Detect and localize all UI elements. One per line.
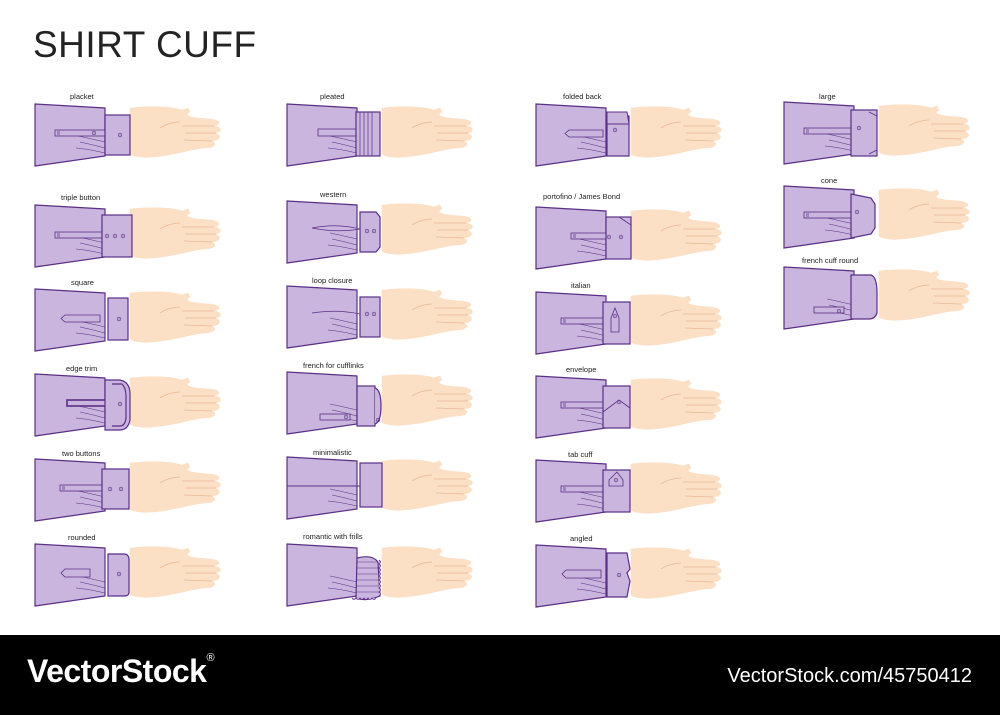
cuff-label: large — [819, 92, 836, 101]
cuff-label: angled — [570, 534, 593, 543]
hand-shape — [381, 459, 473, 511]
cuff-illustration — [34, 458, 221, 522]
hand-shape — [878, 188, 970, 240]
cuff-illustration — [535, 291, 722, 355]
hand-shape — [381, 374, 473, 426]
hand-shape — [129, 291, 221, 343]
cuff-label: loop closure — [312, 276, 353, 285]
cuff-label: cone — [821, 176, 838, 185]
cuff-illustration — [286, 103, 473, 167]
cuff-illustration — [286, 371, 473, 435]
cuff-illustration — [34, 373, 221, 437]
cuff-label: french cuff round — [802, 256, 859, 265]
hand-shape — [630, 294, 722, 346]
cuff-label: rounded — [68, 533, 96, 542]
hand-shape — [630, 106, 722, 158]
footer-bar: VectorStock® VectorStock.com/45750412 — [0, 635, 1000, 715]
cuff-illustration — [535, 103, 722, 167]
cuff-label: square — [71, 278, 94, 287]
cuff-illustration — [286, 285, 473, 349]
cuff-label: minimalistic — [313, 448, 352, 457]
registered-mark: ® — [206, 652, 215, 664]
cuff-illustration — [535, 544, 722, 608]
cuff-illustration — [34, 103, 221, 167]
page-title: SHIRT CUFF — [33, 24, 257, 65]
cuff-label: folded back — [563, 92, 602, 101]
hand-shape — [630, 378, 722, 430]
cuff-label: edge trim — [66, 364, 98, 373]
hand-shape — [381, 288, 473, 340]
cuff-label: triple button — [61, 193, 101, 202]
cuff-illustration — [535, 459, 722, 523]
hand-shape — [878, 104, 970, 156]
cuff-illustration — [535, 206, 722, 270]
cuff-label: envelope — [566, 365, 597, 374]
brand-logo[interactable]: VectorStock® — [27, 652, 215, 689]
cuff-label: french for cufflinks — [303, 361, 364, 370]
cuff-illustration — [34, 288, 221, 352]
hand-shape — [381, 203, 473, 255]
hand-shape — [381, 106, 473, 158]
hand-shape — [129, 207, 221, 259]
stock-id-link[interactable]: VectorStock.com/45750412 — [727, 665, 972, 687]
cuff-illustration — [783, 101, 970, 165]
cuff-label: portofino / James Bond — [543, 192, 621, 201]
cuff-label: tab cuff — [568, 450, 593, 459]
cuff-illustration — [286, 456, 473, 520]
hand-shape — [878, 269, 970, 321]
cuff-illustration — [34, 204, 221, 268]
cuff-label: placket — [70, 92, 94, 101]
hand-shape — [129, 376, 221, 428]
cuff-illustration — [286, 200, 473, 264]
hand-shape — [630, 462, 722, 514]
cuff-illustration — [34, 543, 221, 607]
brand-name: VectorStock — [27, 653, 207, 689]
hand-shape — [381, 546, 473, 598]
cuff-label: western — [320, 190, 347, 199]
cuff-label: italian — [571, 281, 591, 290]
hand-shape — [630, 209, 722, 261]
cuff-illustration — [783, 266, 970, 330]
cuff-illustration — [783, 185, 970, 249]
hand-shape — [129, 461, 221, 513]
cuff-label: two buttons — [62, 449, 101, 458]
cuff-illustration — [286, 543, 473, 607]
cuff-label: pleated — [320, 92, 345, 101]
hand-shape — [129, 106, 221, 158]
cuff-label: romantic with frills — [303, 532, 363, 541]
hand-shape — [129, 546, 221, 598]
cuff-illustration — [535, 375, 722, 439]
hand-shape — [630, 547, 722, 599]
